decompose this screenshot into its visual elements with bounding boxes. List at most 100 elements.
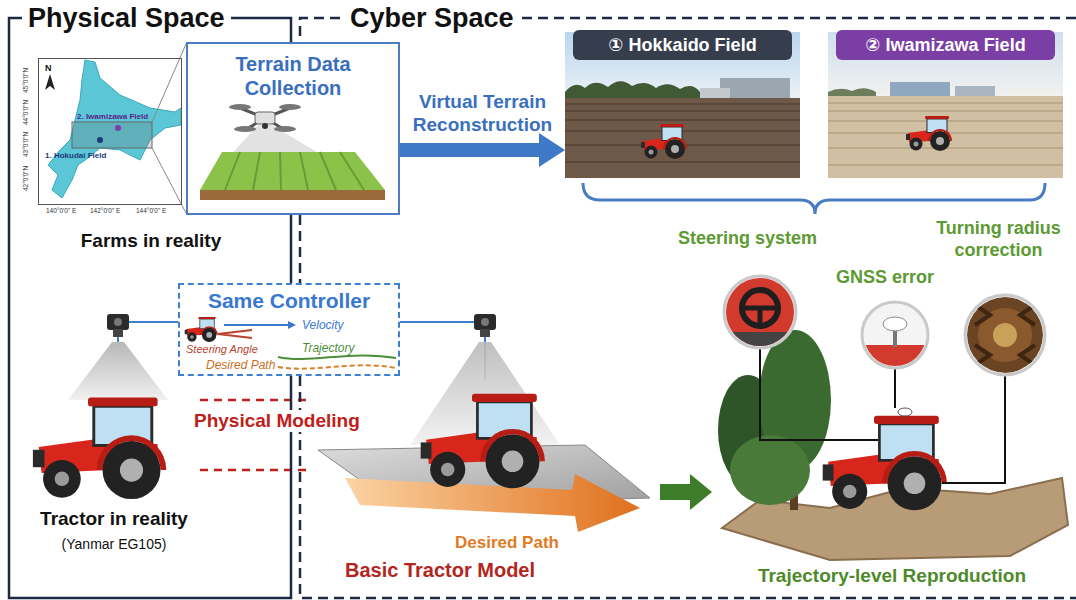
field-image-hokkaido-part: [565, 81, 700, 100]
figure-caption: Tractor in reality: [28, 508, 200, 531]
arrowhead: [690, 474, 712, 510]
box-title: Terrain Data Collection: [208, 52, 378, 100]
drone-survey-part: [279, 104, 301, 110]
reproduction-scene-part: [965, 295, 1045, 375]
reproduction-scene: [718, 272, 1068, 560]
hokkaido-map-part: [72, 122, 152, 148]
block-arrow-line: [660, 484, 692, 500]
simulation-scene-part: [474, 314, 496, 330]
drone-survey-part: [225, 152, 364, 190]
field-image-hokkaido-part: [565, 104, 800, 162]
field-image-hokkaido-part: [641, 124, 687, 159]
drone-survey-part: [255, 112, 275, 124]
signal-name: Steering Angle: [186, 343, 258, 356]
simulation-scene-part: [345, 474, 640, 532]
inset-box: Terrain Data Collection: [186, 42, 400, 215]
controller-sketch-part: [278, 355, 396, 359]
camera-left-part: [114, 318, 122, 326]
map-coordinate: 144°0'0" E: [136, 207, 166, 215]
figure-caption: Basic Tractor Model: [320, 558, 560, 582]
drone-survey-part: [200, 152, 385, 190]
controller-sketch-part: [218, 330, 252, 338]
field-image: ② Iwamizawa Field: [828, 32, 1063, 178]
reproduction-scene-part: [967, 297, 1043, 373]
real-tractor: [33, 398, 166, 500]
panel: Physical Space2. Iwamizawa Field1. Hokud…: [8, 18, 291, 598]
field-image-iwamizawa-part: [955, 86, 995, 96]
map-coordinate: 43°0'0"N: [22, 131, 30, 156]
image-banner: ① Hokkaido Field: [573, 30, 792, 60]
map-coordinate: 142°0'0" E: [90, 207, 120, 215]
simulation-scene-part: [481, 318, 489, 326]
hokkaido-map-part: [115, 125, 121, 131]
controller-sketch-part: [288, 321, 296, 329]
panel-frame: [9, 18, 1076, 598]
map-label: 2. Iwamizawa Field: [77, 112, 148, 122]
image-banner: ② Iwamizawa Field: [836, 30, 1055, 60]
panel-heading: Physical Space: [22, 2, 231, 34]
hokkaido-map-part: [97, 137, 103, 143]
drone-survey: [200, 104, 385, 200]
hokkaido-map: [45, 44, 186, 213]
modeling-link-line: [200, 469, 310, 472]
field-image-iwamizawa-part: [828, 103, 1063, 165]
drone-survey-part: [200, 190, 385, 200]
map-coordinate: 42°0'0"N: [22, 165, 30, 190]
field-image-hokkaido-part: [565, 98, 800, 178]
hokkaido-map-part: [48, 60, 181, 198]
path-label: Desired Path: [455, 533, 559, 553]
arrowhead: [539, 133, 565, 167]
reproduction-scene-part: [720, 272, 800, 362]
map-label: 1. Hokudai Field: [45, 151, 106, 161]
reproduction-scene-part-part: [720, 332, 800, 362]
map-coordinate: 140°0'0" E: [46, 207, 76, 215]
map-frame: 2. Iwamizawa Field1. Hokudai FieldFarms …: [38, 58, 182, 205]
edge-label: Physical Modeling: [191, 410, 363, 433]
compass-label: N: [45, 63, 52, 74]
modeling-link-line: [200, 399, 310, 402]
field-image-iwamizawa-part: [906, 116, 952, 151]
block-arrow: [400, 133, 565, 167]
panel: Cyber Space① Hokkaido Field② Iwamizawa F…: [300, 18, 1074, 598]
reproduction-scene-part-part: [860, 345, 930, 375]
reproduction-scene-part: [730, 435, 810, 505]
figure-caption: Trajectory-level Reproduction: [722, 565, 1062, 588]
edge-label: Virtual Terrain Reconstruction: [400, 91, 565, 137]
signal-name: Velocity: [302, 318, 344, 332]
component-label: Steering system: [678, 228, 817, 250]
drone-survey-part: [274, 126, 296, 132]
controller-sketch-part: [278, 365, 396, 368]
camera-left: [68, 314, 168, 400]
reproduction-scene-part-part: [742, 308, 778, 328]
drone-survey-part: [234, 126, 256, 132]
real-tractor-part: [33, 398, 166, 500]
camera-left-part: [113, 329, 123, 337]
field-image-iwamizawa-part: [890, 82, 950, 96]
reproduction-scene-part-part: [883, 317, 907, 331]
controller-sketch-part: [185, 317, 218, 342]
reproduction-scene-part: [823, 416, 947, 511]
drone-survey-part: [262, 123, 268, 129]
component-label: GNSS error: [836, 267, 934, 289]
bracket-part: [583, 183, 1045, 214]
field-image: ① Hokkaido Field: [565, 32, 800, 178]
reproduction-scene-part-part: [975, 305, 1035, 365]
reproduction-scene-part-part: [993, 323, 1017, 347]
reproduction-scene-part-part: [967, 297, 1043, 373]
reproduction-scene-part: [860, 317, 930, 375]
figure-caption: Farms in reality: [61, 230, 241, 253]
component-label: Turning radius correction: [926, 218, 1071, 261]
figure-subcaption: (Yanmar EG105): [28, 536, 200, 553]
camera-left-part: [107, 314, 129, 330]
field-image-iwamizawa-part: [828, 96, 1063, 178]
simulation-scene-part: [480, 329, 490, 337]
reproduction-scene-part: [898, 408, 912, 416]
drone-survey-part: [229, 104, 251, 110]
box-title: Same Controller: [180, 288, 398, 313]
field-image-iwamizawa-part: [828, 88, 876, 97]
panel-heading: Cyber Space: [344, 2, 520, 34]
hokkaido-map-part: [45, 74, 55, 90]
panel-frame-part: [300, 18, 1076, 598]
simulation-scene: [318, 314, 650, 532]
